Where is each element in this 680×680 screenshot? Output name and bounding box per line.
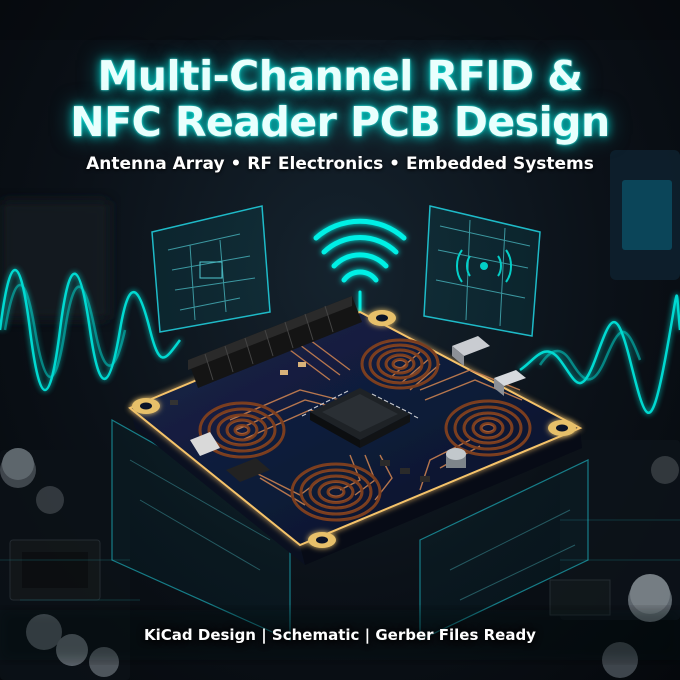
title-line-1: Multi-Channel RFID & xyxy=(97,52,583,100)
antenna-coil-top xyxy=(360,338,440,390)
pin-header-connector xyxy=(188,296,362,388)
antenna-coil-left xyxy=(198,401,286,459)
antenna-coils xyxy=(198,338,532,522)
hologram-panel-right xyxy=(423,205,541,337)
hologram-panel-left xyxy=(151,205,271,333)
footer-caption: KiCad Design | Schematic | Gerber Files … xyxy=(144,626,536,644)
wifi-wave-icon xyxy=(313,218,407,322)
antenna-coil-right xyxy=(444,399,532,457)
title-line-2: NFC Reader PCB Design xyxy=(70,98,610,146)
smd-components xyxy=(170,336,526,482)
subtitle: Antenna Array • RF Electronics • Embedde… xyxy=(86,154,594,174)
microcontroller-chip xyxy=(301,388,419,448)
signal-wave-right xyxy=(519,294,680,415)
antenna-coil-bottom xyxy=(290,462,382,522)
signal-wave-left xyxy=(0,268,182,392)
pcb-board xyxy=(128,296,583,565)
